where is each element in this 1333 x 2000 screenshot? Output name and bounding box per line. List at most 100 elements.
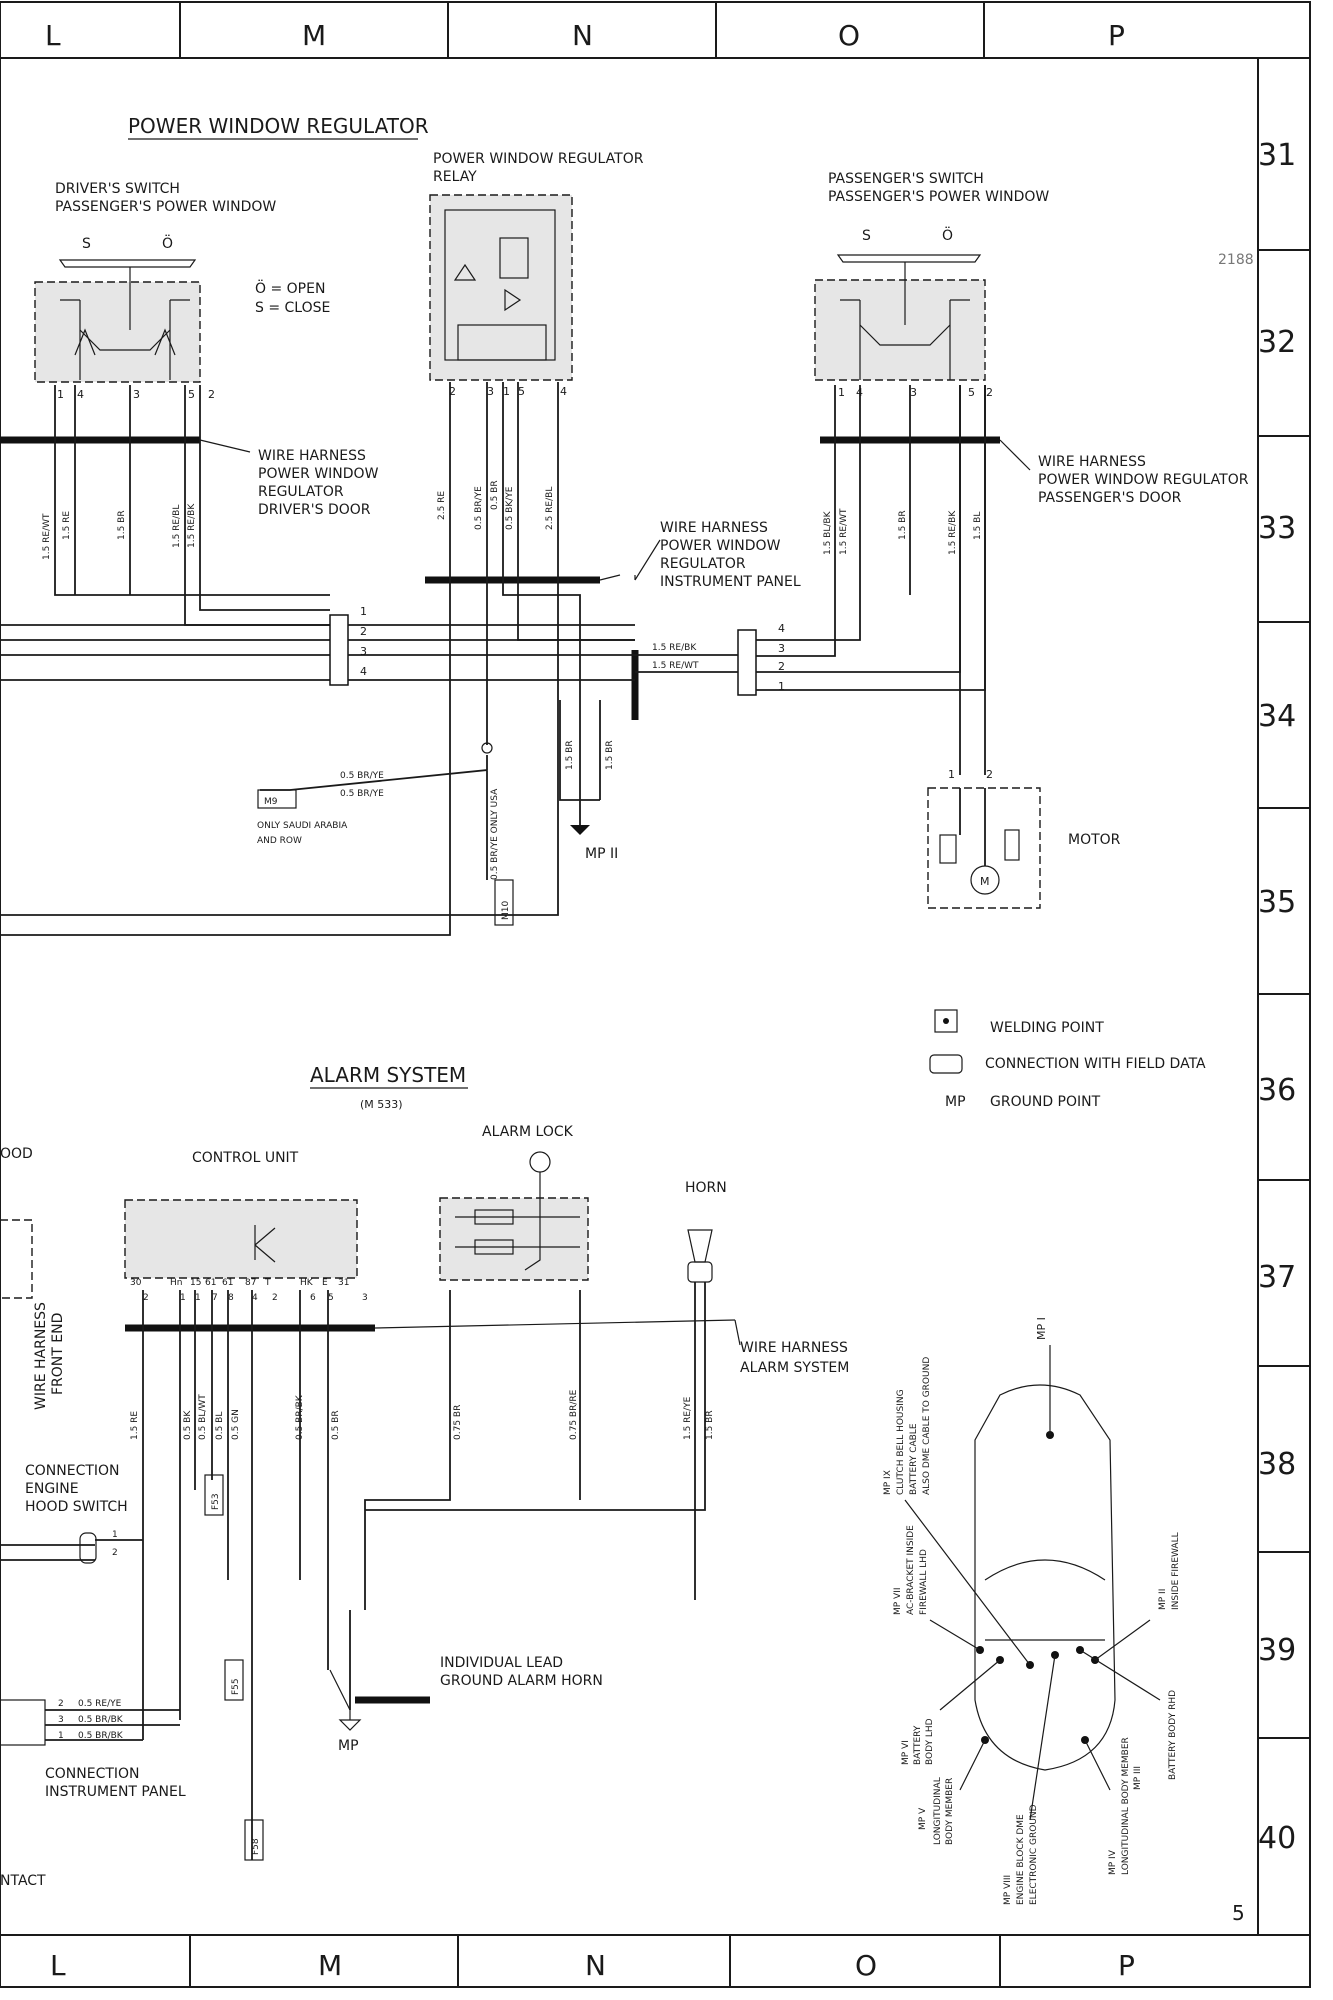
cu-terminal: 30 <box>130 1278 142 1288</box>
front-end: WIRE HARNESS FRONT END <box>0 1219 66 1410</box>
mp5-label: MP V <box>918 1807 928 1830</box>
partial-label: OOD <box>0 1146 33 1162</box>
relay: POWER WINDOW REGULATOR RELAY 2 3 1 5 4 <box>429 151 644 398</box>
row-label: 39 <box>1258 1633 1296 1668</box>
mp5-label: BODY MEMBER <box>945 1778 955 1845</box>
wire-label: 2.5 RE <box>437 491 447 520</box>
cu-terminal: HK <box>300 1278 314 1288</box>
wire-label: 0.5 BR <box>331 1410 341 1440</box>
wire-label: 1.5 RE/YE <box>683 1396 693 1440</box>
wire-label: 1.5 RE/WT <box>42 513 52 560</box>
mp2-label: MP II <box>1158 1589 1168 1610</box>
mp2-label: INSIDE FIREWALL <box>1171 1532 1181 1610</box>
mp9-label: CLUTCH BELL HOUSING <box>896 1389 906 1495</box>
mp8-label: MP VIII <box>1003 1875 1013 1905</box>
control-unit: CONTROL UNIT 30 Hn 15 61 61 87 T HK E 31… <box>124 1150 368 1303</box>
hood-pin: 2 <box>112 1548 118 1558</box>
alarm-subtitle: (M 533) <box>360 1098 403 1111</box>
column-label: M <box>302 19 326 52</box>
column-label: O <box>838 19 860 52</box>
cu-pin: 4 <box>252 1293 258 1303</box>
wire-label: 0.5 BK/YE <box>505 486 515 530</box>
left-connector: 1 2 3 4 <box>329 605 367 686</box>
harness-driver-label: WIRE HARNESS <box>258 448 366 464</box>
column-label: P <box>1108 19 1125 52</box>
partial-label: NTACT <box>0 1873 46 1889</box>
relay-pin: 1 <box>503 385 510 398</box>
column-headers-bottom: L M N O P <box>50 1949 1135 1982</box>
ground-mp-label: MP <box>338 1738 359 1754</box>
passenger-pin: 5 <box>968 386 975 399</box>
row-label: 38 <box>1258 1447 1296 1482</box>
connection-ip-label: INSTRUMENT PANEL <box>45 1784 186 1800</box>
driver-pin: 5 <box>188 388 195 401</box>
motor-symbol: M <box>980 875 990 888</box>
relay-pin: 4 <box>560 385 567 398</box>
fuses: F53 F55 F58 <box>204 1474 264 1861</box>
mp7-label: MP VII <box>893 1587 903 1615</box>
harness-alarm-label: WIRE HARNESS <box>740 1340 848 1356</box>
engine-hood-label: ENGINE <box>25 1481 79 1497</box>
driver-switch-label: PASSENGER'S POWER WINDOW <box>55 199 276 215</box>
connector-pin: 1 <box>360 605 367 618</box>
wire-label: 1.5 RE/WT <box>839 508 849 555</box>
car-outline <box>974 1384 1116 1771</box>
mp6-label: MP VI <box>901 1740 911 1765</box>
mp7-label: FIREWALL LHD <box>919 1549 929 1615</box>
connector-pin: 2 <box>778 660 785 673</box>
wire-label: 0.5 BR/BK <box>295 1394 305 1440</box>
wire-label: 0.75 BR <box>453 1405 463 1440</box>
legend-connection: CONNECTION WITH FIELD DATA <box>985 1056 1206 1072</box>
harness-instrument-label: REGULATOR <box>660 556 746 572</box>
cu-terminal: 15 <box>190 1278 201 1288</box>
harness-front-label: FRONT END <box>50 1313 66 1395</box>
column-label: P <box>1118 1949 1135 1982</box>
wire-label: 1.5 BR <box>898 510 908 540</box>
cu-pin: 6 <box>310 1293 316 1303</box>
wire-label: 1.5 BR <box>705 1410 715 1440</box>
harness-driver-label: DRIVER'S DOOR <box>258 502 371 518</box>
cu-terminal: E <box>322 1278 328 1288</box>
wire-label: 0.5 BR/YE <box>474 486 484 530</box>
column-headers-top: L M N O P <box>45 19 1125 52</box>
driver-pin: 3 <box>133 388 140 401</box>
car-ground-points: MP I MP II INSIDE FIREWALL MP III BATTER… <box>883 1317 1181 1905</box>
column-label: O <box>855 1949 877 1982</box>
alarm-lock: ALARM LOCK <box>439 1124 589 1281</box>
switch-mark-o: Ö <box>942 226 953 244</box>
relay-label: RELAY <box>433 169 477 185</box>
driver-pin: 4 <box>77 388 84 401</box>
mp4-label: MP IV <box>1108 1849 1118 1875</box>
cu-pin: 3 <box>362 1293 368 1303</box>
harness-alarm-label: ALARM SYSTEM <box>740 1360 849 1376</box>
cu-terminal: 61 <box>222 1278 233 1288</box>
cu-terminal: T <box>264 1278 271 1288</box>
mp9-label: BATTERY CABLE <box>909 1423 919 1495</box>
connector-pin: 1 <box>778 680 785 693</box>
cu-pin: 2 <box>143 1293 149 1303</box>
cu-pin: 7 <box>212 1293 218 1303</box>
harness-driver-label: POWER WINDOW <box>258 466 379 482</box>
ground-mp2: 1.5 BR 1.5 BR MP II <box>559 700 618 862</box>
mp1-label: MP I <box>1035 1317 1048 1340</box>
mp7-label: AC-BRACKET INSIDE <box>906 1525 916 1615</box>
passenger-pin: 3 <box>910 386 917 399</box>
ip-pin: 1 <box>58 1731 64 1741</box>
row-label: 35 <box>1258 885 1296 920</box>
connector-pin: 4 <box>360 665 367 678</box>
instrument-panel-connection: 2 3 1 0.5 RE/YE 0.5 BR/BK 0.5 BR/BK CONN… <box>0 1699 186 1889</box>
cu-pin: 8 <box>228 1293 234 1303</box>
row-label: 32 <box>1258 325 1296 360</box>
connection-ip-label: CONNECTION <box>45 1766 140 1782</box>
cu-terminal: Hn <box>170 1278 182 1288</box>
harness-instrument-label: WIRE HARNESS <box>660 520 768 536</box>
legend-open: Ö = OPEN <box>255 279 325 297</box>
wire-label: 0.5 BR/YE <box>340 789 384 799</box>
wire-label: 2.5 RE/BL <box>545 487 555 530</box>
column-label: N <box>585 1949 606 1982</box>
motor-label: MOTOR <box>1068 832 1121 848</box>
right-connector: 1.5 RE/BK 1.5 RE/WT 4 3 2 1 <box>635 385 986 696</box>
wire-label: 1.5 RE <box>130 1411 140 1440</box>
individual-lead-label: GROUND ALARM HORN <box>440 1673 603 1689</box>
mp9-label: ALSO DME CABLE TO GROUND <box>922 1357 932 1495</box>
